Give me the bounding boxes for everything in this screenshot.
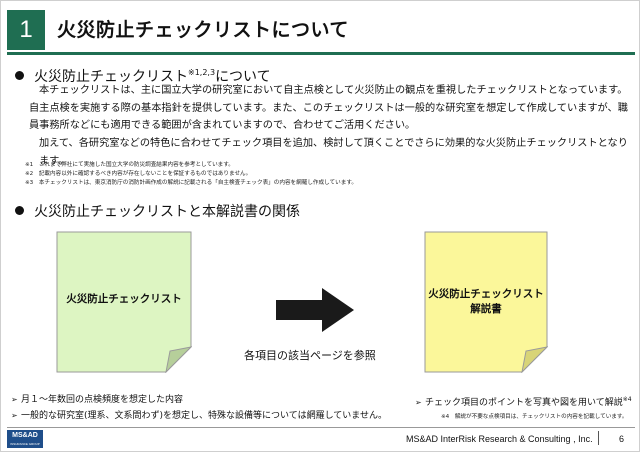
- left-point-2-text: 一般的な研究室(理系、文系問わず)を想定し、特殊な設備等については網羅していませ…: [21, 411, 388, 421]
- footnote-3: ※3 本チェックリストは、東京消防庁の消防計画作成の解説に記載される「自主検査チ…: [25, 179, 357, 186]
- footer-divider: [7, 427, 635, 428]
- section2-heading: 火災防止チェックリストと本解説書の関係: [15, 203, 300, 221]
- commentary-document-icon: 火災防止チェックリスト 解説書: [424, 231, 548, 373]
- commentary-document-label-1: 火災防止チェックリスト: [428, 288, 544, 300]
- check-arrow-icon: ➢: [11, 411, 18, 420]
- checklist-document-label: 火災防止チェックリスト: [66, 293, 182, 305]
- footnote-1: ※1 これまで弊社にて実施した国立大学の防災調査結果内容を参考としています。: [25, 162, 234, 168]
- section-number: 1: [7, 10, 45, 50]
- check-arrow-icon: ➢: [11, 395, 18, 404]
- footnotes: ※1 これまで弊社にて実施した国立大学の防災調査結果内容を参考としています。 ※…: [25, 161, 357, 187]
- arrow-caption: 各項目の該当ページを参照: [244, 349, 376, 362]
- logo-subtext: INSURANCE GROUP: [10, 442, 40, 446]
- document-shape-left: [56, 231, 192, 373]
- left-point-1: ➢月１～年数回の点検頻度を想定した内容: [11, 393, 183, 407]
- arrow-right-icon: [276, 288, 354, 336]
- footer-separator: [598, 431, 599, 445]
- page-number: 6: [619, 434, 625, 444]
- page-title: 火災防止チェックリストについて: [57, 19, 349, 41]
- slide-header: 1 火災防止チェックリストについて: [7, 10, 635, 50]
- section1-heading-text: 火災防止チェックリスト: [34, 69, 188, 85]
- checklist-document-icon: 火災防止チェックリスト: [56, 231, 192, 373]
- logo-text: MS&AD: [12, 432, 38, 439]
- section1-heading: 火災防止チェックリスト※1,2,3について: [15, 64, 271, 86]
- right-point: ➢チェック項目のポイントを写真や図を用いて解説※4: [415, 393, 632, 410]
- commentary-document-label-2: 解説書: [470, 303, 502, 315]
- company-name: MS&AD InterRisk Research & Consulting , …: [406, 434, 593, 444]
- section2-heading-text: 火災防止チェックリストと本解説書の関係: [34, 204, 300, 220]
- bullet-dot-icon: [15, 71, 24, 80]
- left-point-2: ➢一般的な研究室(理系、文系問わず)を想定し、特殊な設備等については網羅していま…: [11, 409, 387, 423]
- check-arrow-icon: ➢: [415, 398, 422, 407]
- company-logo: MS&AD INSURANCE GROUP: [7, 430, 43, 448]
- section1-heading-suffix: について: [215, 69, 271, 85]
- section1-paragraph-2: 加えて、各研究室などの特色に合わせてチェック項目を追加、検討して頂くことでさらに…: [39, 138, 628, 167]
- right-point-sup: ※4: [622, 396, 632, 403]
- footnote-2: ※2 記載内容以外に確認するべき内容が存在しないことを保証するものではありません…: [25, 170, 252, 177]
- section1-heading-sup: ※1,2,3: [188, 68, 216, 77]
- bullet-dot-icon: [15, 206, 24, 215]
- right-point-text: チェック項目のポイントを写真や図を用いて解説: [425, 398, 623, 408]
- document-shape-right: [424, 231, 548, 373]
- header-divider: [7, 52, 635, 55]
- footnote-4: ※4 解説が不要な点検項目は、チェックリストの内容を記載しています。: [441, 414, 628, 420]
- section1-paragraph-1: 本チェックリストは、主に国立大学の研究室において自主点検として火災防止の観点を重…: [29, 85, 628, 131]
- left-point-1-text: 月１～年数回の点検頻度を想定した内容: [21, 395, 184, 405]
